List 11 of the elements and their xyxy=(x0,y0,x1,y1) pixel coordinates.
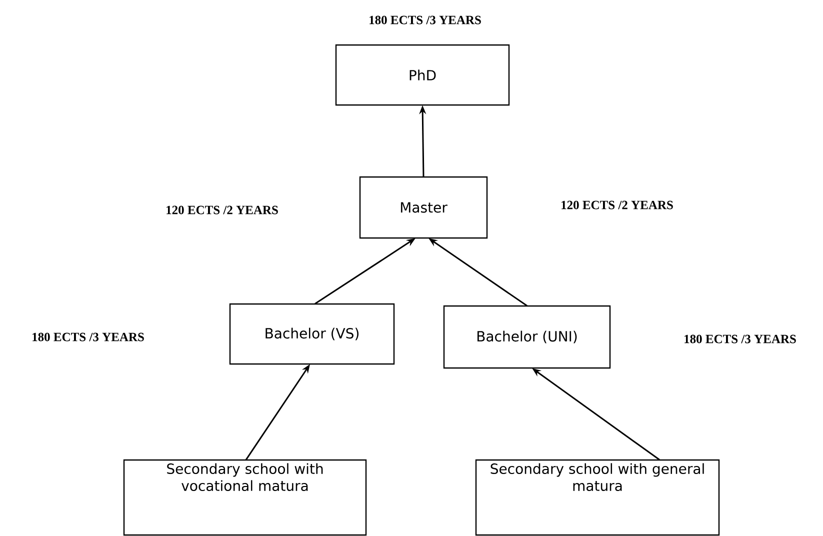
credit-label: 120 ECTS /2 YEARS xyxy=(562,200,673,210)
process-box: Bachelor (UNI) xyxy=(443,305,611,369)
credit-label: 180 ECTS /3 YEARS xyxy=(370,16,481,24)
credit-label: 180 ECTS /3 YEARS xyxy=(32,332,144,342)
credit-label: 180 ECTS /3 YEARS xyxy=(684,334,796,344)
process-box: Secondary school with vocational matura xyxy=(123,459,367,536)
process-box: PhD xyxy=(335,44,510,106)
process-box: Bachelor (VS) xyxy=(229,303,395,365)
process-box: Secondary school with general matura xyxy=(475,459,720,536)
credit-label: 120 ECTS /2 YEARS xyxy=(166,206,278,214)
process-box: Master xyxy=(359,176,488,239)
